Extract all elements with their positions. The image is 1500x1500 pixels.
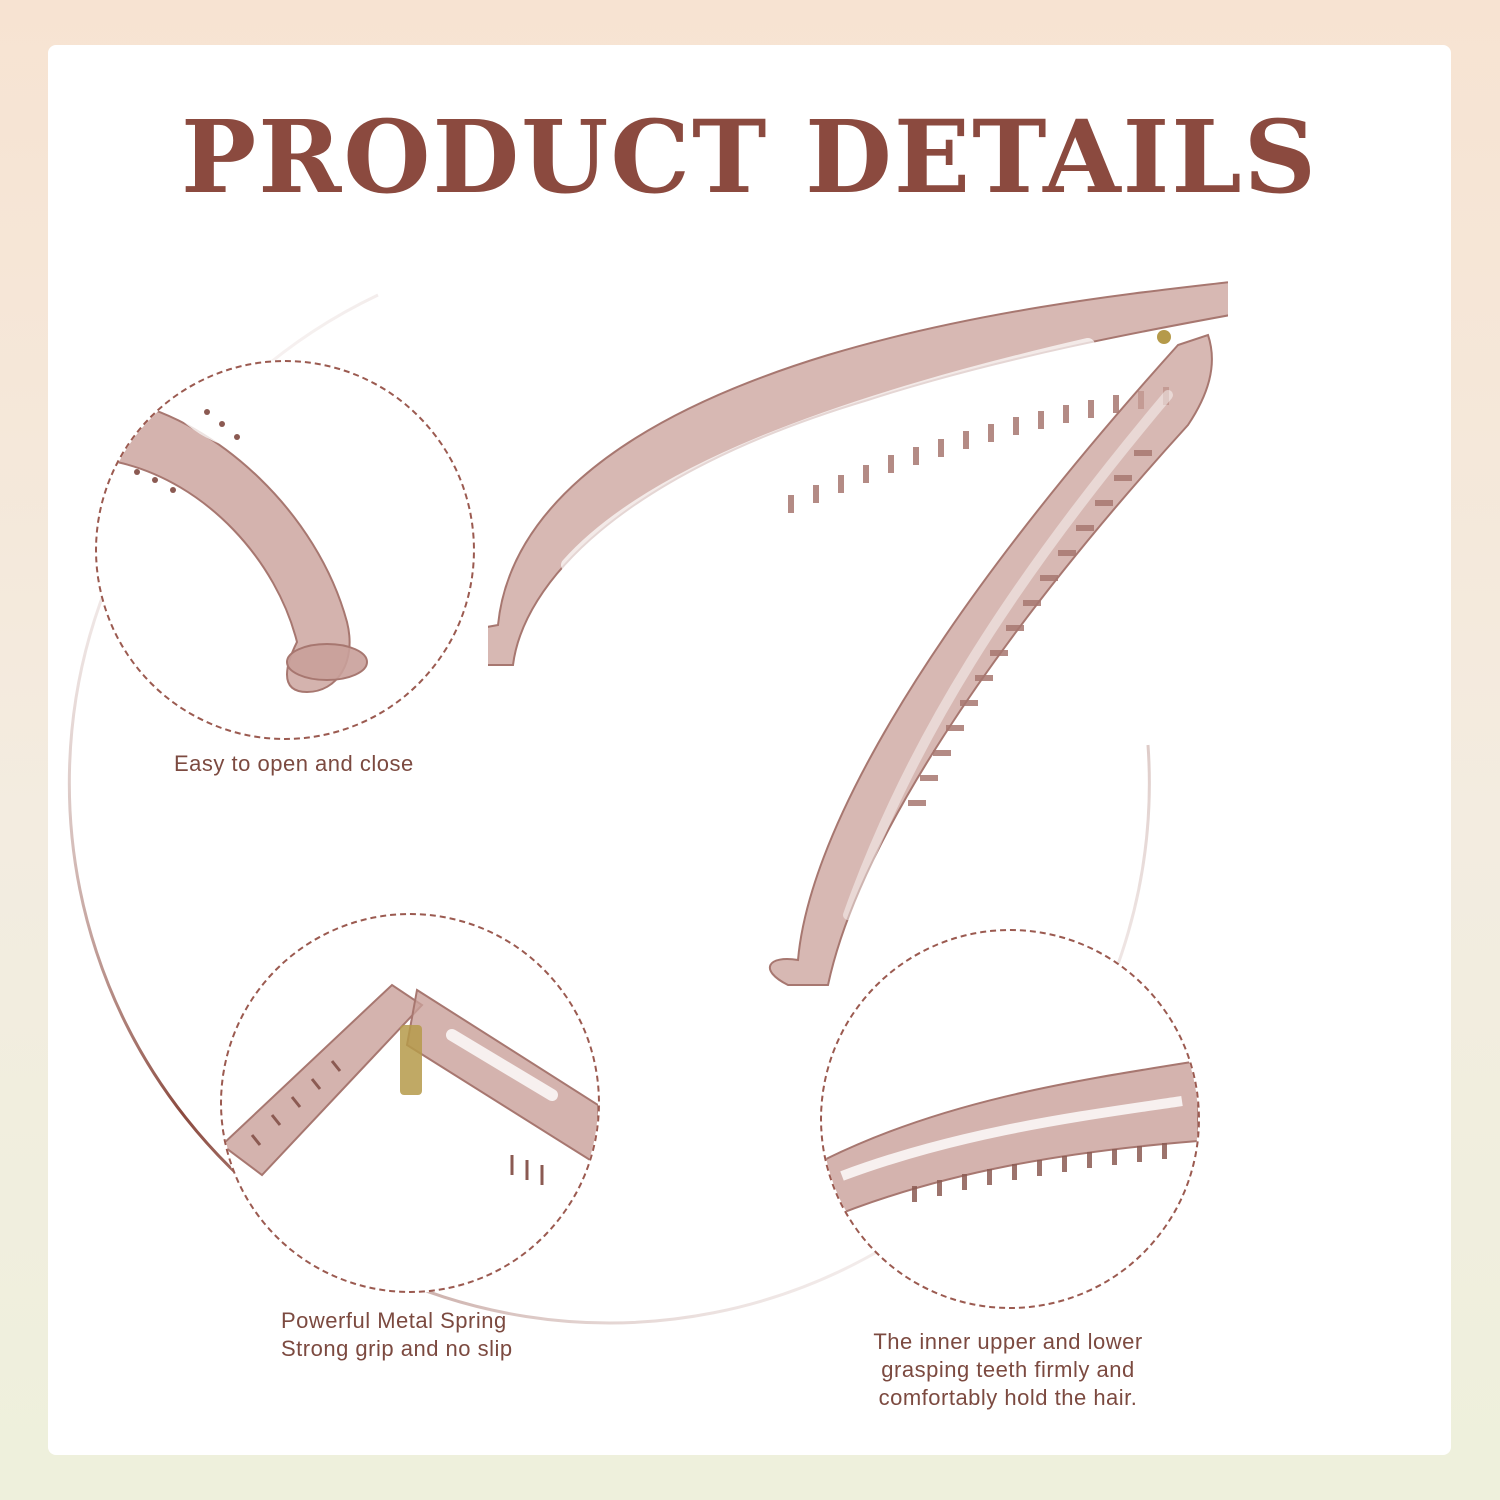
clip-teeth-detail-icon	[822, 1059, 1198, 1223]
caption-line: Powerful Metal Spring	[281, 1308, 507, 1333]
feature-circle-hook	[95, 360, 475, 740]
caption-line: Easy to open and close	[174, 751, 414, 776]
feature-caption-hook: Easy to open and close	[174, 750, 414, 778]
feature-circle-teeth	[820, 929, 1200, 1309]
feature-caption-teeth: The inner upper and lower grasping teeth…	[828, 1328, 1188, 1412]
feature-caption-spring: Powerful Metal Spring Strong grip and no…	[281, 1307, 513, 1363]
metal-spring-detail-icon	[222, 983, 598, 1185]
banana-hair-clip-icon	[441, 225, 1285, 1005]
spring-rivet	[1157, 330, 1171, 344]
caption-line: grasping teeth firmly and	[881, 1357, 1135, 1382]
clip-hook-detail-icon	[115, 369, 368, 694]
caption-line: The inner upper and lower	[873, 1329, 1143, 1354]
product-details-card: PRODUCT DETAILS	[48, 45, 1451, 1455]
caption-line: Strong grip and no slip	[281, 1336, 513, 1361]
lower-teeth	[908, 450, 1152, 806]
page-title: PRODUCT DETAILS	[181, 98, 1318, 216]
feature-circle-spring	[220, 913, 600, 1293]
caption-line: comfortably hold the hair.	[878, 1385, 1138, 1410]
